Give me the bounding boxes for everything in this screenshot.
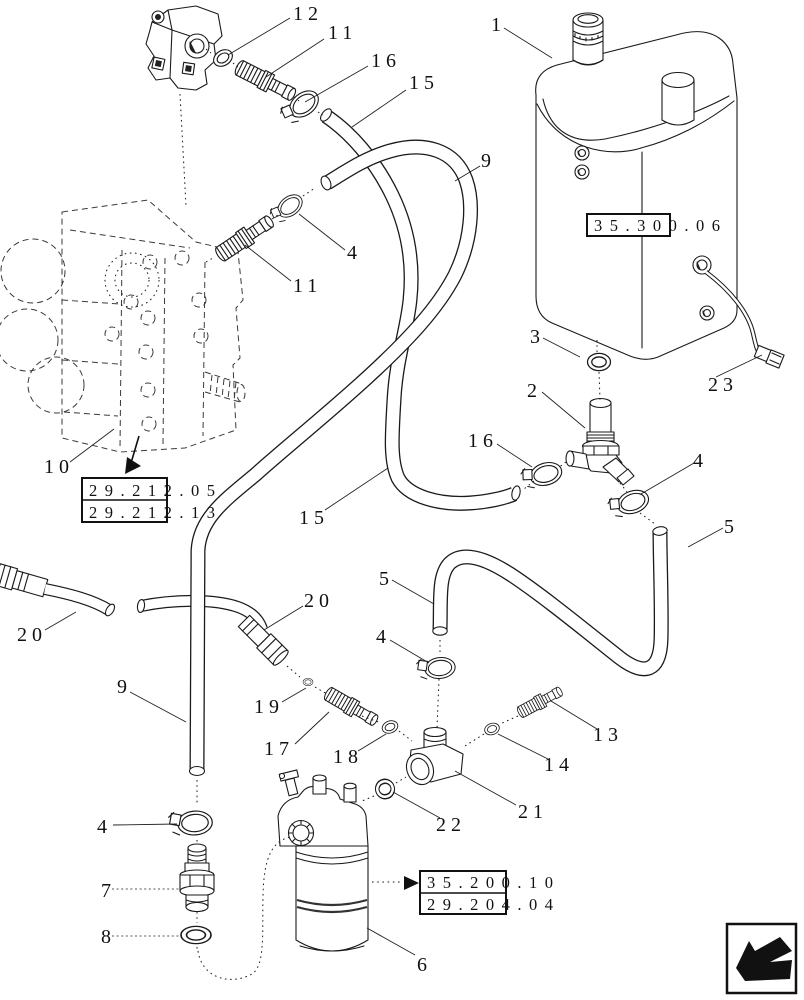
filter-ref-arrowhead (404, 876, 419, 890)
elbow-fitting-2 (565, 397, 635, 486)
assembly-axis-lines (179, 48, 656, 980)
sensor-wire-23 (704, 270, 785, 369)
hose-20-assembly (0, 563, 289, 666)
callout-16b: 16 (468, 430, 498, 452)
ref-box-pump[interactable]: 29.212.05 29.212.13 (81, 477, 223, 523)
callout-5: 5 (724, 516, 739, 538)
callout-16: 16 (371, 50, 401, 72)
oring-22 (372, 776, 398, 802)
callout-21: 21 (518, 801, 548, 823)
callout-4d: 4 (97, 816, 112, 838)
oring-8 (180, 925, 212, 945)
callout-4: 4 (347, 242, 362, 264)
elbow-block-21 (405, 726, 464, 786)
callout-23: 23 (708, 374, 738, 396)
ref-link-filter-1[interactable]: 35.200.10 (427, 873, 561, 892)
return-port-stub (661, 71, 695, 126)
callout-11b: 11 (293, 275, 322, 297)
hose-5 (432, 526, 669, 677)
hydraulic-pump-ghost (0, 199, 246, 453)
callout-9b: 9 (117, 676, 132, 698)
callout-8: 8 (101, 926, 116, 948)
callout-13: 13 (593, 724, 623, 746)
oil-filter-6 (277, 769, 369, 952)
callout-7: 7 (101, 880, 116, 902)
page-back-arrow-icon (736, 937, 792, 981)
callout-5b: 5 (379, 568, 394, 590)
callout-3: 3 (530, 326, 545, 348)
filler-cap (572, 12, 604, 66)
callout-1: 1 (491, 14, 506, 36)
callout-18: 18 (333, 746, 363, 768)
callout-10: 10 (44, 456, 74, 478)
callout-17: 17 (264, 738, 294, 760)
clamp-4-bottom (167, 809, 214, 838)
hose-9 (188, 139, 479, 777)
ref-box-tank[interactable]: 35.300.06 (586, 213, 728, 237)
callout-4c: 4 (376, 626, 391, 648)
hose-15 (320, 108, 521, 511)
oring-3 (586, 352, 612, 372)
callout-20: 20 (17, 624, 47, 646)
fitting-11-upper (232, 57, 300, 105)
callout-leader-lines (44, 17, 763, 956)
oring-18 (379, 718, 401, 736)
ref-link-tank[interactable]: 35.300.06 (594, 216, 728, 235)
tank-front-bolts (574, 145, 590, 180)
callout-14: 14 (544, 754, 574, 776)
callout-11: 11 (328, 22, 357, 44)
callout-15b: 15 (299, 507, 329, 529)
callout-12: 12 (293, 3, 323, 25)
pump-ref-arrowhead (125, 457, 141, 474)
ref-link-pump-2[interactable]: 29.212.13 (89, 503, 223, 522)
callout-20b: 20 (304, 590, 334, 612)
page-back-nav[interactable] (725, 922, 798, 995)
callout-4b: 4 (693, 450, 708, 472)
fitting-11-lower (212, 211, 278, 265)
valve-block (145, 5, 223, 91)
ref-link-filter-2[interactable]: 29.204.04 (427, 895, 561, 914)
oring-19 (302, 677, 314, 687)
clamp-4-mid (415, 655, 457, 682)
filter-bleed-screw (278, 769, 300, 797)
ref-link-pump-1[interactable]: 29.212.05 (89, 481, 223, 500)
fitting-13 (514, 683, 566, 720)
callout-19: 19 (254, 696, 284, 718)
ref-box-filter[interactable]: 35.200.10 29.204.04 (419, 870, 561, 915)
callout-22: 22 (436, 814, 466, 836)
callout-9: 9 (481, 150, 496, 172)
callout-labels: 1 12 11 16 15 9 4 11 10 3 2 23 16 4 5 15… (17, 3, 739, 976)
pump-ref-arrow-line (130, 435, 140, 464)
clamp-4-upper (267, 189, 307, 227)
callout-2: 2 (527, 380, 542, 402)
callout-6: 6 (417, 954, 432, 976)
tank-side-port (692, 255, 715, 321)
fitting-7 (179, 843, 215, 913)
hydraulic-reservoir-tank (535, 12, 785, 369)
fitting-17 (321, 684, 382, 730)
callout-15: 15 (409, 72, 439, 94)
